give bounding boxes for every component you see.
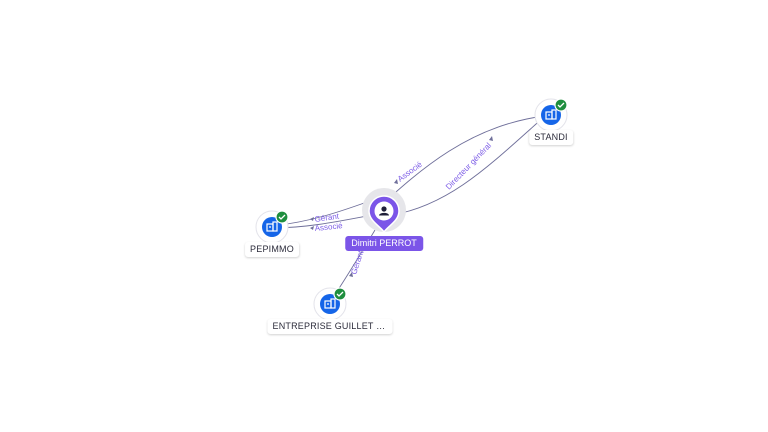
user-icon [379, 206, 389, 216]
verified-badge-icon [554, 98, 568, 112]
company-label-standi[interactable]: STANDI [529, 130, 573, 145]
company-node-pepimmo[interactable] [255, 210, 289, 244]
verified-badge-icon [275, 210, 289, 224]
edge-label-standi-directeur: Directeur général [444, 141, 493, 192]
edge-label-guillet-gerant: Gérant [349, 249, 365, 276]
person-name-label[interactable]: Dimitri PERROT [345, 236, 423, 251]
edges [271, 115, 546, 303]
building-icon [266, 221, 278, 232]
building-icon [324, 298, 336, 309]
edge-label-pepimmo-gerant: Gérant [314, 212, 340, 224]
person-node[interactable] [362, 188, 406, 234]
edge-label-pepimmo-associe: Associé [314, 221, 343, 233]
building-icon [545, 109, 557, 120]
edge-standi-directeur [391, 115, 546, 216]
company-label-guillet[interactable]: ENTREPRISE GUILLET C... [267, 319, 393, 334]
verified-badge-icon [333, 287, 347, 301]
company-node-standi[interactable] [534, 98, 568, 132]
company-node-guillet[interactable] [313, 287, 347, 321]
company-label-pepimmo[interactable]: PEPIMMO [245, 242, 299, 257]
edge-standi-associe [377, 115, 546, 209]
